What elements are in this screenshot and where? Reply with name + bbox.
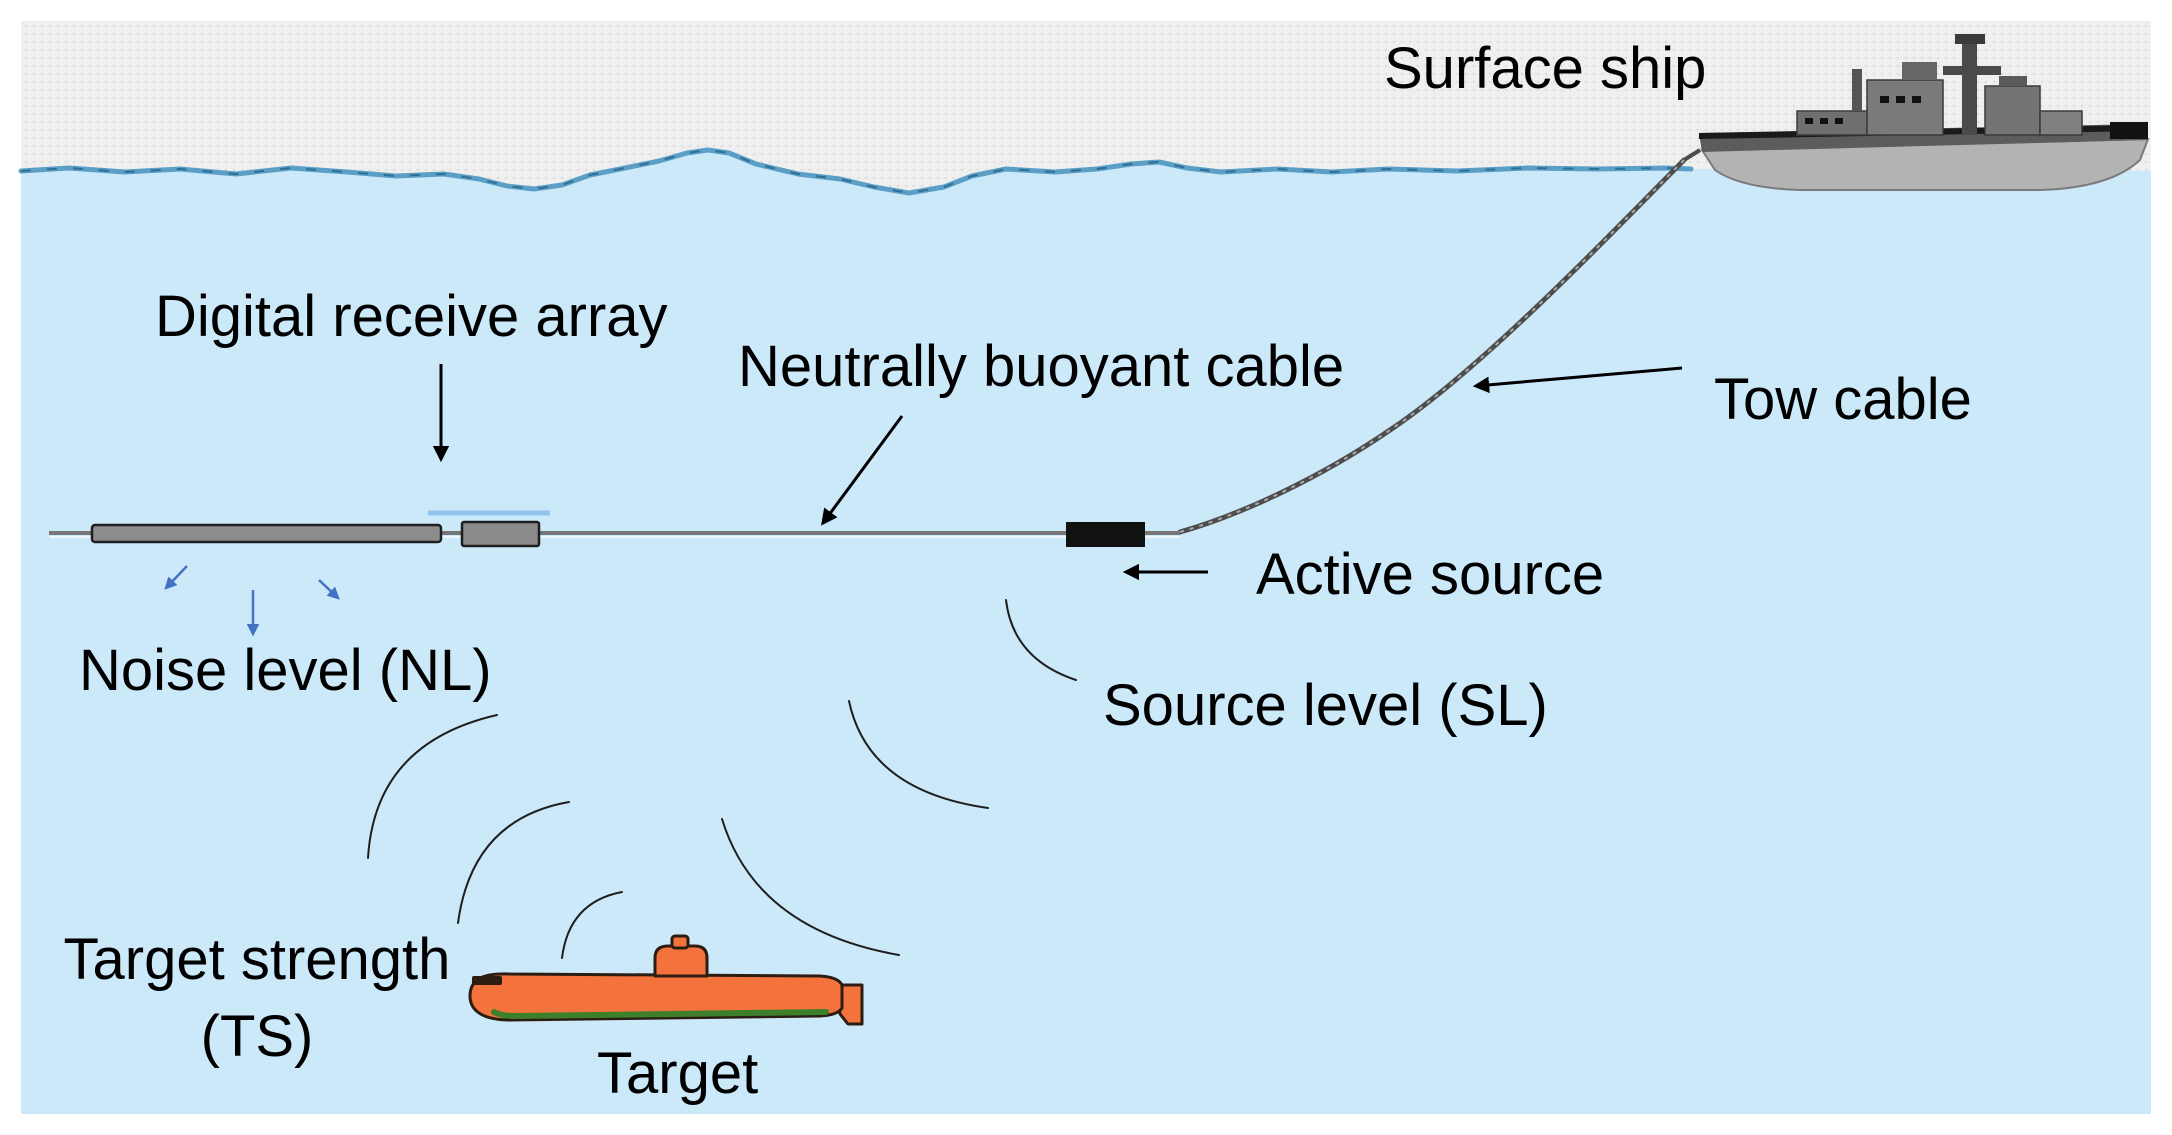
ship-bow-marker <box>2110 122 2148 139</box>
ship-forward-deckhouse <box>2039 110 2083 136</box>
source-wavefront-2 <box>848 700 989 809</box>
ship-forward-block-top <box>1999 76 2027 86</box>
ship-forward-block <box>1984 85 2041 136</box>
water-body <box>21 150 2151 1114</box>
target-submarine <box>468 934 864 1026</box>
neutrally-buoyant-cable-label: Neutrally buoyant cable <box>738 334 1344 399</box>
submarine-hull <box>468 972 844 1022</box>
submarine-hull-stripe <box>491 1009 829 1020</box>
source-level-label: Source level (SL) <box>1103 673 1548 738</box>
tow-cable-attachment <box>1682 148 1702 162</box>
active-source-block <box>1066 522 1145 547</box>
ship-window <box>1880 96 1889 103</box>
source-level-wavefronts <box>721 599 1077 956</box>
ship-main-mast <box>1962 39 1977 135</box>
ship-superstructure <box>1866 79 1944 136</box>
tow-cable <box>1177 148 1702 535</box>
target-label: Target <box>597 1041 758 1106</box>
echo-wavefront-1 <box>561 891 623 959</box>
noise-arrow-right <box>318 579 340 600</box>
ship-mast-crossbar <box>1943 66 2001 75</box>
tow-cable-label: Tow cable <box>1714 367 1972 432</box>
noise-arrow-left <box>164 565 188 590</box>
ship-window <box>1896 96 1905 103</box>
ship-window <box>1820 118 1828 124</box>
receive-array-module-short <box>460 520 541 548</box>
submarine-bow-plane <box>472 976 502 985</box>
target-strength-abbrev-label: (TS) <box>201 1004 314 1069</box>
ship-window <box>1835 118 1843 124</box>
active-source-label: Active source <box>1256 542 1604 607</box>
source-wavefront-3 <box>721 818 900 956</box>
target-strength-label: Target strength <box>64 927 451 992</box>
source-wavefront-1 <box>1005 599 1077 681</box>
target-strength-wavefronts <box>367 714 623 959</box>
echo-wavefront-2 <box>457 801 570 924</box>
ship-window <box>1805 118 1813 124</box>
ship-bridge-top <box>1902 62 1937 80</box>
water-surface-texture <box>20 149 1692 194</box>
digital-receive-array-label: Digital receive array <box>155 284 668 349</box>
submarine-periscope <box>670 934 690 950</box>
neutrally-buoyant-cable-arrow <box>821 415 904 526</box>
ship-window <box>1912 96 1921 103</box>
surface-ship-label: Surface ship <box>1384 36 1706 101</box>
ship-aft-antenna <box>1852 69 1862 111</box>
submarine-sail <box>653 944 709 978</box>
noise-arrows <box>164 565 340 637</box>
digital-receive-array <box>90 510 550 548</box>
ship-mast-top <box>1955 34 1985 44</box>
tow-cable-rope <box>1177 157 1687 535</box>
surface-ship <box>1698 34 2150 191</box>
tow-cable-arrow <box>1472 366 1683 394</box>
noise-level-label: Noise level (NL) <box>79 638 492 703</box>
ship-lower-hull <box>1700 137 2150 191</box>
echo-wavefront-3 <box>367 714 498 859</box>
receive-array-module-long <box>90 523 443 544</box>
